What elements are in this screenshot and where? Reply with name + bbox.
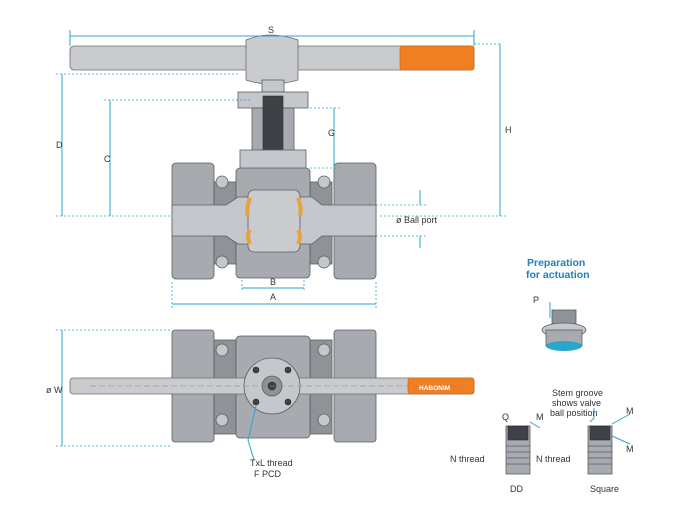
dim-label-c: C — [104, 154, 111, 164]
dd-stem — [505, 421, 541, 475]
seat-right — [296, 197, 303, 217]
handle-top — [69, 34, 475, 85]
prep-title-line2: for actuation — [526, 269, 590, 281]
stem-actuation-detail — [541, 302, 587, 351]
f-pcd-label: F PCD — [254, 469, 282, 479]
dim-label-h: H — [505, 125, 512, 135]
prep-title-line1: Preparation — [527, 257, 585, 269]
dim-label-s: S — [268, 25, 274, 35]
dim-label-a: A — [270, 292, 276, 302]
dim-label-m-dd: M — [536, 412, 544, 422]
seat-left — [245, 197, 252, 217]
dim-label-d: D — [56, 140, 63, 150]
dim-label-m-sq1: M — [626, 406, 634, 416]
handle-bottom — [69, 357, 475, 415]
txl-thread-label: TxL thread — [250, 458, 293, 468]
brand-logo-text: HABONIM — [419, 385, 450, 392]
square-stem — [587, 408, 631, 475]
n-thread-square-label: N thread — [536, 454, 571, 464]
dimensions-bottom — [56, 329, 470, 461]
dim-label-w: ø W — [46, 385, 63, 395]
dim-label-p: P — [533, 295, 539, 305]
stem-groove-line2: shows valve — [552, 398, 601, 408]
valve-body-top — [171, 162, 377, 280]
dd-label: DD — [510, 484, 523, 494]
stem-groove-line3: ball position — [550, 408, 598, 418]
dim-label-b: B — [270, 277, 276, 287]
dim-label-ball-port: ø Ball port — [396, 215, 438, 225]
square-label: Square — [590, 484, 619, 494]
stem-groove-line1: Stem groove — [552, 388, 603, 398]
handle-grip-top — [399, 45, 475, 71]
dim-label-m-sq2: M — [626, 444, 634, 454]
dim-label-q: Q — [502, 412, 509, 422]
dim-label-g: G — [328, 128, 335, 138]
n-thread-dd-label: N thread — [450, 454, 485, 464]
dimensions-top — [56, 30, 506, 308]
handle-hub-top — [245, 34, 299, 85]
